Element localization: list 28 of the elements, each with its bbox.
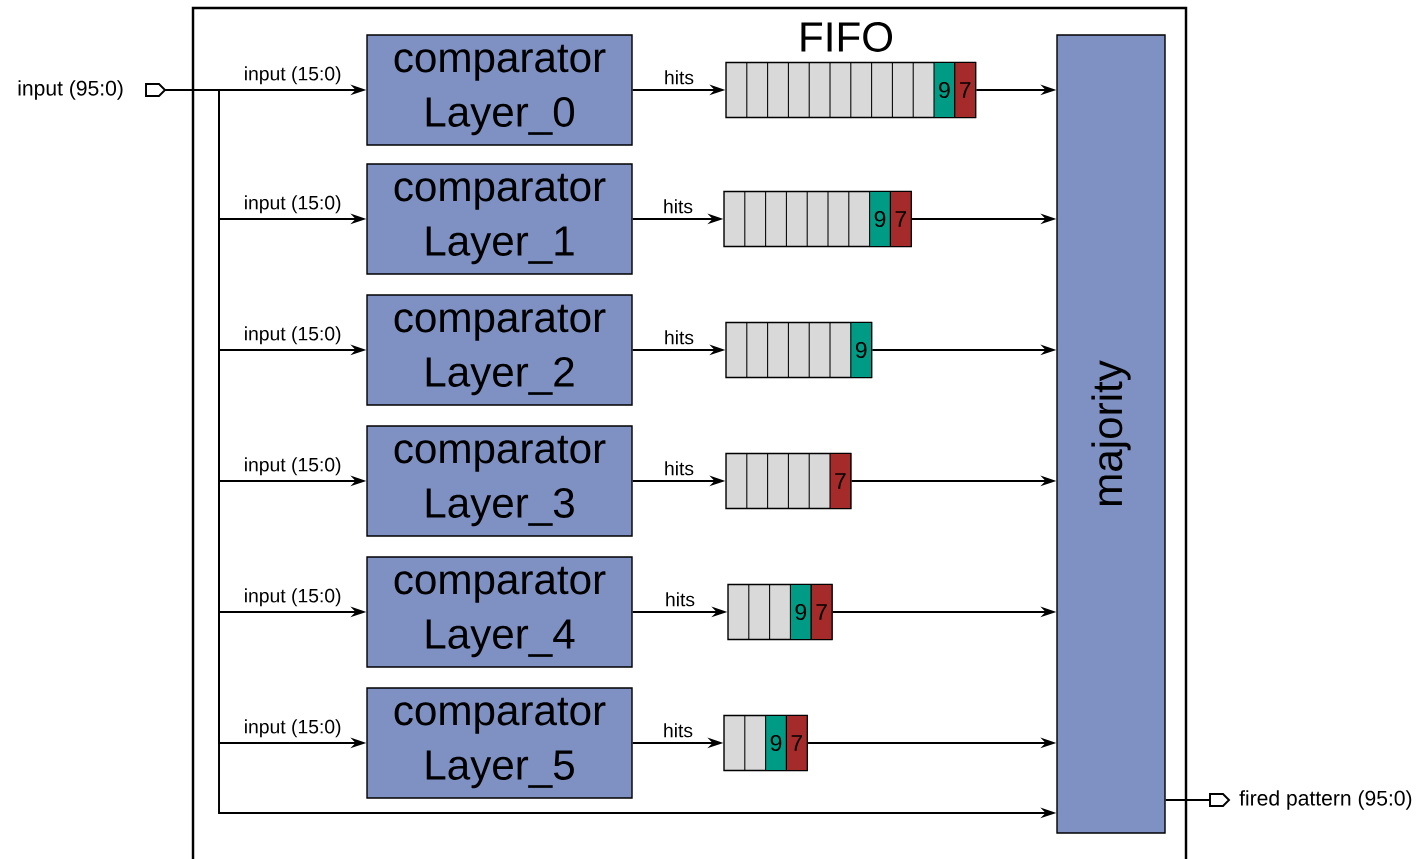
fifo-buffer: 9 7 (723, 190, 912, 248)
edge-label: input (15:0) (242, 455, 344, 478)
comparator-box: comparator Layer_2 (366, 294, 633, 406)
comparator-box: comparator Layer_5 (366, 687, 633, 799)
fifo-buffer: 9 7 (727, 583, 833, 641)
edge-label: hits (662, 459, 696, 478)
edge-label: input (15:0) (242, 717, 344, 740)
fifo-buffer: 7 (725, 452, 852, 510)
fifo-buffer: 9 7 (723, 714, 808, 772)
edge-label: hits (663, 590, 697, 609)
edge-label: hits (661, 197, 695, 216)
port-label: fired pattern (95:0) (1239, 790, 1412, 810)
edge-label: input (15:0) (242, 324, 344, 347)
edge-label: input (15:0) (242, 64, 344, 87)
edge-label: hits (661, 721, 695, 740)
edge-label: input (15:0) (242, 193, 344, 216)
comparator-box: comparator Layer_4 (366, 556, 633, 668)
edge-label: hits (662, 328, 696, 347)
edge-label: hits (662, 68, 696, 87)
majority-box: majority (1056, 34, 1166, 834)
fifo-buffer: 9 (725, 321, 873, 379)
comparator-box: comparator Layer_0 (366, 34, 633, 146)
fifo-buffer: 9 7 (725, 61, 977, 119)
port-label: input (95:0) (18, 80, 123, 100)
comparator-box: comparator Layer_3 (366, 425, 633, 537)
comparator-box: comparator Layer_1 (366, 163, 633, 275)
block-frame (191, 6, 1188, 859)
edge-label: input (15:0) (242, 586, 344, 609)
